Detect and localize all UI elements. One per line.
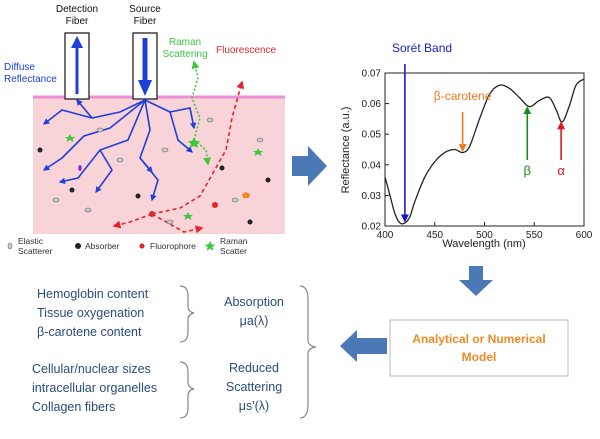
raman-path	[191, 60, 201, 141]
y-tick-label: 0.02	[362, 222, 382, 233]
legend-raman-scatter-label-2: Scatter	[220, 246, 247, 256]
y-tick-label: 0.07	[362, 69, 382, 80]
arrow-left	[340, 330, 387, 362]
scattering-list: Cellular/nuclear sizes intracellular org…	[32, 362, 157, 414]
x-tick-label: 450	[426, 230, 443, 241]
chart-annotations: Sorét Band β-carotene β α	[392, 41, 565, 223]
arrow-right	[292, 146, 327, 186]
photon-path-left-upper	[42, 109, 93, 125]
scattering-label-2: Scattering	[226, 380, 282, 394]
raman-scattering-label-1: Raman	[169, 37, 201, 48]
source-fiber-label-2: Fiber	[134, 16, 157, 27]
scattering-item-cell-sizes: Cellular/nuclear sizes	[32, 362, 151, 376]
legend-absorber-label: Absorber	[85, 241, 120, 251]
y-tick-label: 0.05	[362, 130, 382, 141]
legend-fluorophore-dot	[139, 243, 145, 249]
absorption-label: Absorption	[224, 295, 284, 309]
legend-fluorophore-label: Fluorophore	[150, 241, 196, 251]
annotation-label: α	[557, 163, 565, 178]
legend: Elastic Scatterer Absorber Fluorophore R…	[7, 236, 248, 256]
fluorescence-path-right	[151, 213, 204, 234]
raman-path-2	[193, 139, 212, 166]
legend-elastic-scatterer-label-2: Scatterer	[18, 246, 53, 256]
diffuse-reflectance-label-1: Diffuse	[4, 62, 35, 73]
model-box-frame	[389, 319, 569, 377]
fluorescence-path	[151, 80, 245, 215]
scattering-brace	[179, 361, 195, 419]
annotation-label: Sorét Band	[392, 41, 452, 55]
detection-fiber-label-1: Detection	[56, 4, 98, 15]
legend-elastic-scatterer-icon	[7, 242, 13, 250]
x-tick-label: 400	[377, 230, 394, 241]
photon-path-detected	[76, 99, 146, 119]
source-fiber-label-1: Source	[129, 4, 161, 15]
absorption-item-beta-carotene: β-carotene content	[37, 325, 142, 339]
x-tick-label: 600	[576, 230, 593, 241]
model-box-line-1: Analytical or Numerical	[412, 332, 545, 346]
absorption-label-group: Absorption μa(λ)	[224, 295, 284, 328]
reflectance-series-line	[384, 78, 585, 225]
legend-absorber-icon	[75, 243, 81, 249]
annotation-label: β-carotene	[434, 89, 492, 103]
chart-xlabel: Wavelength (nm)	[442, 238, 525, 250]
model-box: Analytical or Numerical Model	[389, 319, 569, 377]
absorption-item-oxygenation: Tissue oxygenation	[37, 306, 144, 320]
fluorescence-path-left	[112, 213, 153, 229]
legend-raman-scatter-icon	[204, 241, 216, 251]
annotation-label: β	[524, 163, 531, 178]
absorption-item-hemoglobin: Hemoglobin content	[37, 287, 149, 301]
tissue-particles	[37, 117, 271, 225]
diffuse-reflectance-label-2: Reflectance	[4, 74, 57, 85]
legend-elastic-scatterer-label-1: Elastic	[18, 236, 44, 246]
scattering-label-1: Reduced	[229, 361, 279, 375]
x-tick-label: 550	[526, 230, 543, 241]
photon-path-right	[144, 99, 193, 153]
tissue-panel: Detection Fiber Source Fiber Diffuse Ref…	[4, 4, 285, 234]
arrow-down	[459, 266, 493, 296]
y-tick-label: 0.03	[362, 191, 382, 202]
detected-light-head	[71, 36, 83, 48]
photon-paths	[42, 99, 197, 202]
tissue-region	[33, 96, 285, 234]
absorption-symbol: μa(λ)	[240, 314, 269, 328]
photon-path-left	[42, 99, 146, 171]
source-beam-head	[138, 80, 152, 96]
raman-scattering-label-2: Scattering	[162, 49, 207, 60]
legend-raman-scatter-label-1: Raman	[220, 236, 248, 246]
photon-path-right-upper	[169, 107, 197, 130]
chart-ylabel: Reflectance (a.u.)	[340, 107, 352, 194]
y-tick-label: 0.06	[362, 99, 382, 110]
chart-ticks: 400 450 500 550 600 0.02 0.03 0.04 0.05 0.06 0.07	[362, 69, 593, 242]
combined-brace	[299, 285, 317, 419]
absorption-brace	[179, 285, 195, 343]
scattering-item-collagen: Collagen fibers	[32, 400, 115, 414]
x-tick-label: 500	[476, 230, 493, 241]
photon-path-mid-down	[95, 149, 113, 194]
scattering-item-organelles: intracellular organelles	[32, 381, 157, 395]
model-box-line-2: Model	[462, 350, 497, 364]
scattering-symbol: μs'(λ)	[239, 399, 269, 413]
fluorescence-label: Fluorescence	[216, 45, 276, 56]
photon-path-deep	[139, 157, 159, 202]
absorption-list: Hemoglobin content Tissue oxygenation β-…	[37, 287, 149, 339]
detection-fiber-label-2: Fiber	[66, 16, 89, 27]
y-tick-label: 0.04	[362, 160, 382, 171]
scattering-label-group: Reduced Scattering μs'(λ)	[226, 361, 282, 413]
